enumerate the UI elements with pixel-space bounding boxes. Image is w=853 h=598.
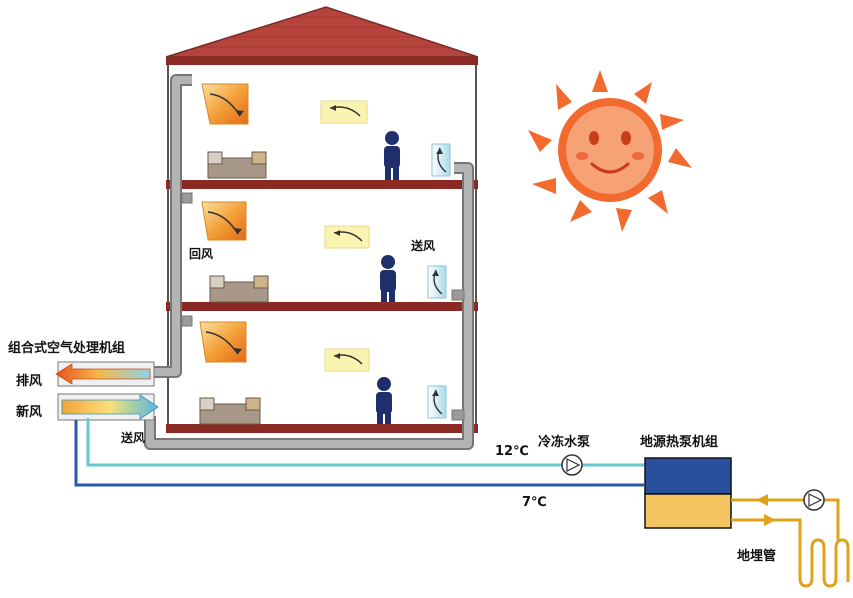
supply-air-diffuser-icon xyxy=(427,265,447,299)
flow-arrow-right-icon xyxy=(764,514,776,526)
fresh-air-arrow-icon xyxy=(61,394,159,420)
supply-air-diffuser-icon xyxy=(427,385,447,419)
ahu-title: 组合式空气处理机组 xyxy=(8,340,125,356)
person-icon xyxy=(384,131,400,180)
bed-icon xyxy=(209,275,269,303)
supply-temperature-label: 12℃ xyxy=(495,444,529,459)
chilled-water-return-pipe xyxy=(74,420,644,487)
evaporator-section xyxy=(644,457,732,495)
bed-icon xyxy=(199,397,261,425)
buried-pipe-label: 地埋管 xyxy=(737,548,776,564)
floor-2: 回风 送风 xyxy=(189,201,447,303)
sun-icon xyxy=(528,70,692,232)
roof xyxy=(165,6,479,65)
supply-air-diffuser-icon xyxy=(431,143,451,177)
air-flow-arrow-icon xyxy=(320,100,368,124)
return-temperature-label: 7℃ xyxy=(522,495,547,510)
supply-air-bottom-label: 送风 xyxy=(120,430,145,445)
person-icon xyxy=(376,377,392,424)
chilled-pump-label: 冷冻水泵 xyxy=(538,434,590,450)
heat-pump-unit-label: 地源热泵机组 xyxy=(640,434,718,450)
floor-slabs xyxy=(166,180,478,433)
supply-air-duct xyxy=(144,162,474,450)
ground-loop-pipe xyxy=(731,489,850,588)
air-handling-unit: 组合式空气处理机组 排风 新风 送风 xyxy=(8,340,159,445)
flow-arrow-left-icon xyxy=(756,494,768,506)
fresh-air-label: 新风 xyxy=(16,404,42,420)
condenser-section xyxy=(644,493,732,529)
return-air-label: 回风 xyxy=(189,247,213,261)
return-air-duct xyxy=(150,74,193,378)
bed-icon xyxy=(207,151,267,179)
return-air-grille-icon xyxy=(199,321,247,363)
chilled-water-supply-pipe xyxy=(86,418,644,467)
person-icon xyxy=(380,255,396,302)
air-flow-arrow-icon xyxy=(324,348,370,372)
exhaust-air-arrow-icon xyxy=(55,363,151,385)
exhaust-air-label: 排风 xyxy=(16,373,42,389)
chilled-water-pump xyxy=(561,454,583,476)
return-air-grille-icon xyxy=(201,201,247,241)
buried-coil-icon xyxy=(798,538,850,588)
floor-3 xyxy=(199,321,447,425)
air-flow-arrow-icon xyxy=(324,225,370,249)
return-air-grille-icon xyxy=(201,83,249,125)
heat-pump-unit: 地源热泵机组 xyxy=(640,434,732,529)
supply-air-label: 送风 xyxy=(410,238,435,253)
floor-1 xyxy=(201,83,451,180)
